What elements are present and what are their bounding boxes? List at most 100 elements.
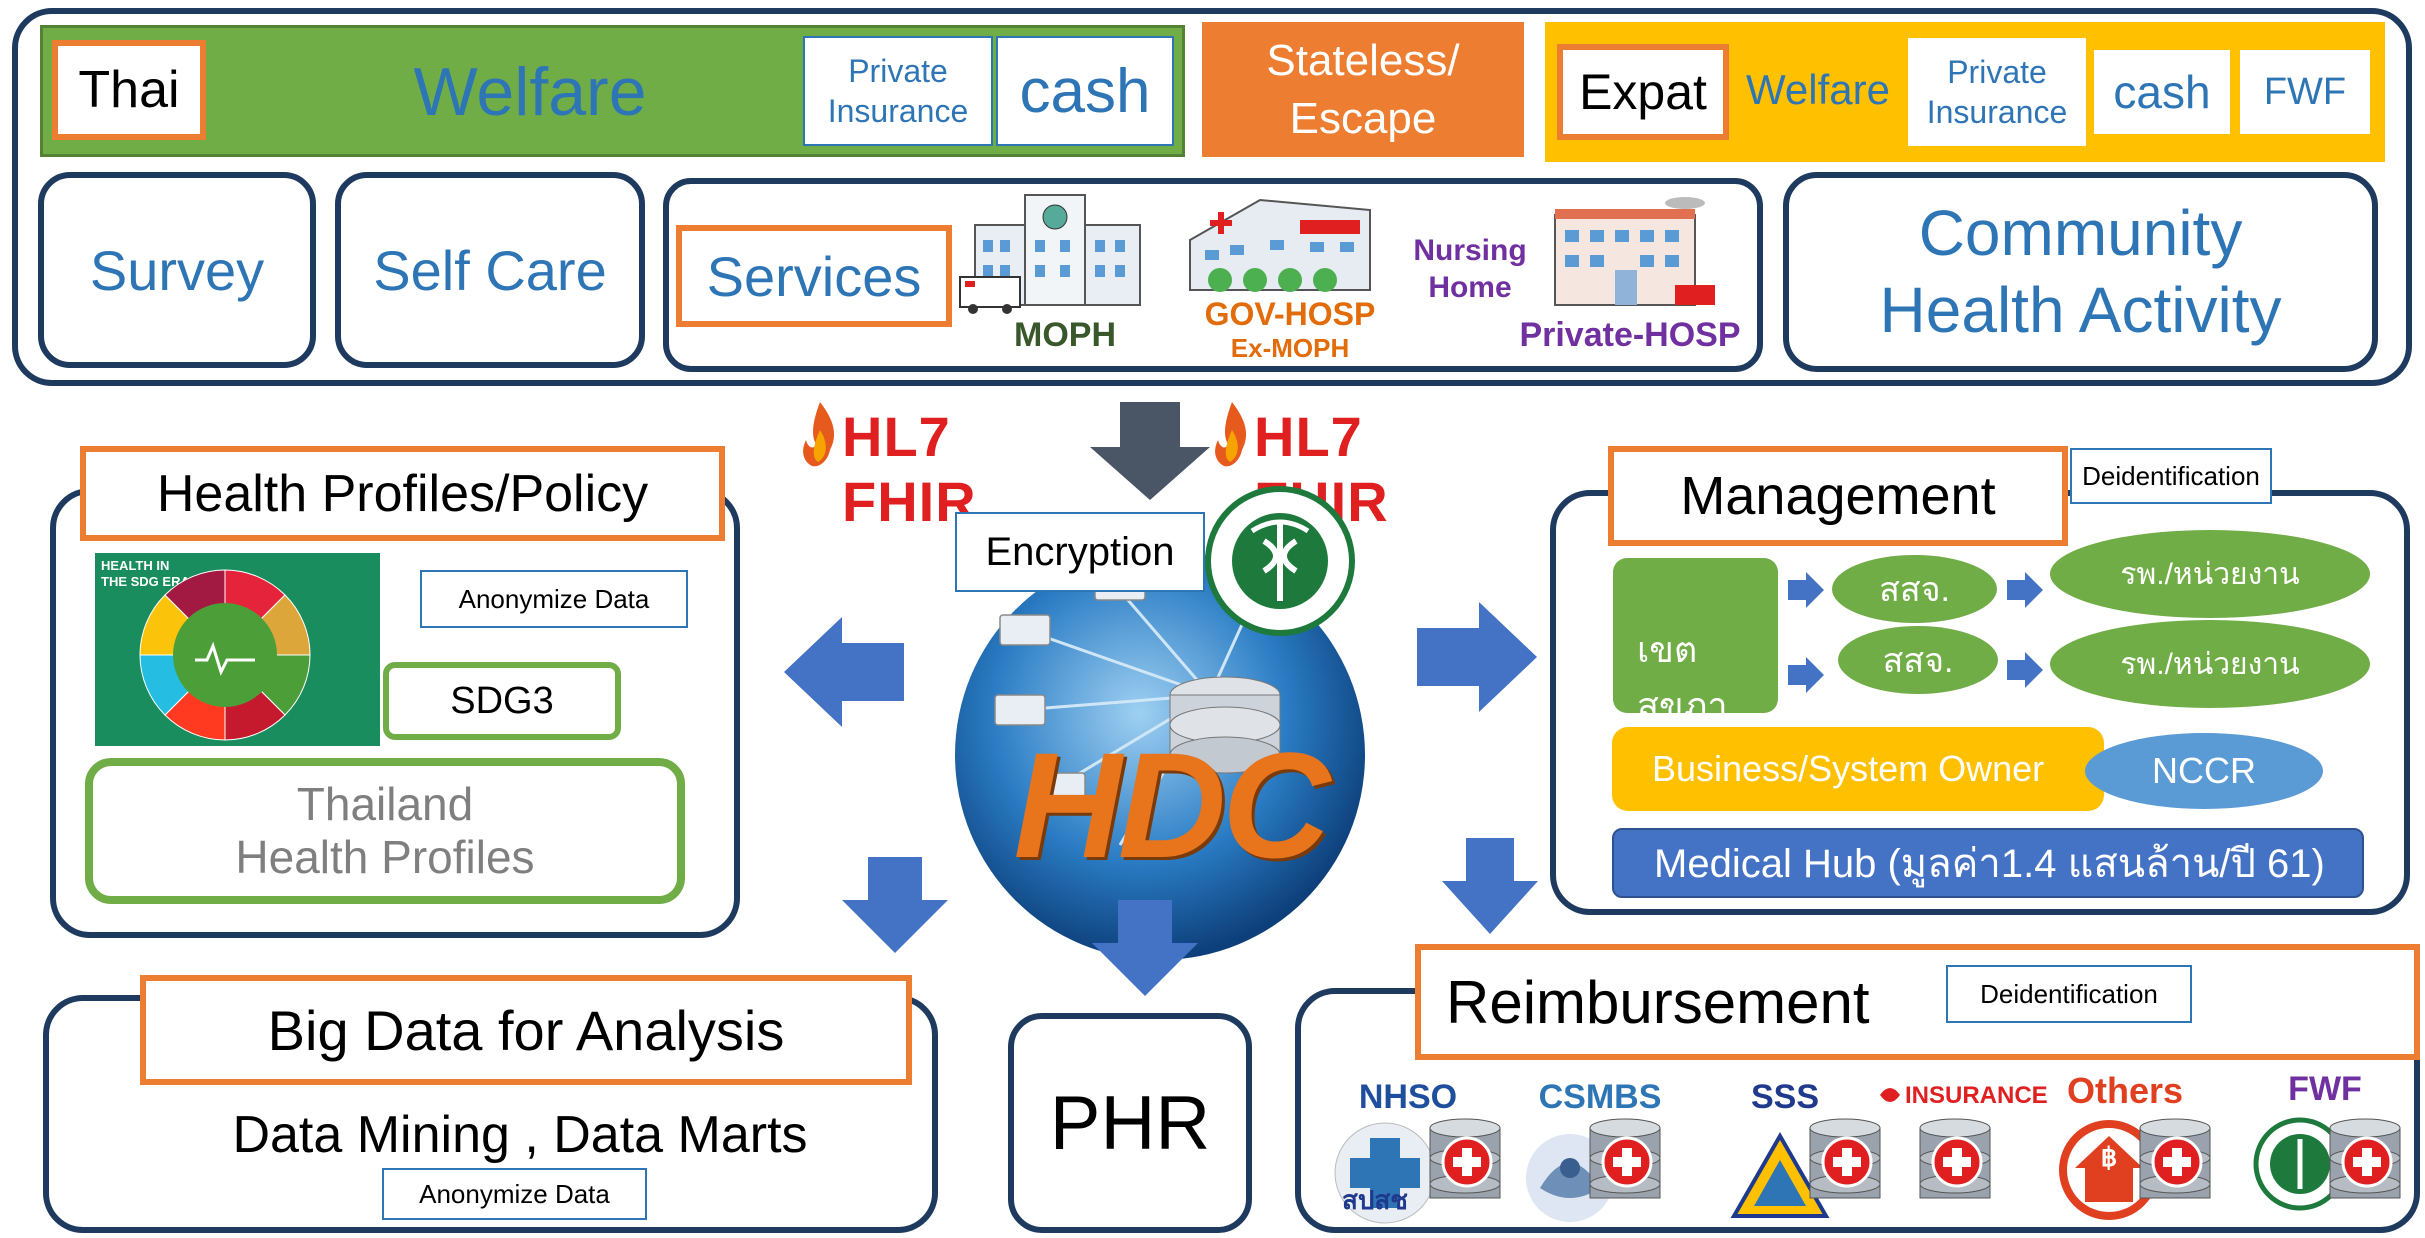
encryption-label: Encryption [985,529,1175,574]
right-arrow [1417,602,1537,712]
down-arrow-reimbursement [1442,838,1538,934]
fhir-flame-icon [803,402,835,467]
business-owner-label: Business/System Owner [1652,748,2045,789]
payer-database-drums [1429,1118,2401,1199]
management-title: Management [1680,466,1996,526]
community-box: Community Health Activity [1783,172,2378,372]
big-data-subtitle: Data Mining , Data Marts [232,1106,808,1164]
sdg-wheel-icon [139,569,311,741]
region-label: เขต สุขภา พ [1637,628,1728,713]
private-insurance-box: Private Insurance [803,36,993,146]
private-hosp-label: Private-HOSP [1519,315,1741,354]
business-owner-box: Business/System Owner [1612,727,2104,811]
gov-hosp-label: GOV-HOSP [1204,295,1376,332]
medical-hub-box: Medical Hub (มูลค่า1.4 แสนล้าน/ปี 61) [1612,828,2364,898]
survey-box: Survey [38,172,316,368]
expat-private-insurance-box: Private Insurance [1908,38,2086,146]
insurance-logo-icon [1880,1088,1900,1102]
expat-private-insurance-label: Private Insurance [1926,54,2068,130]
thailand-profiles-box: Thailand Health Profiles [85,758,685,904]
unit1-oval: รพ./หน่วยงาน [2050,530,2370,618]
fwf-label: FWF [2263,70,2347,113]
unit1-label: รพ./หน่วยงาน [2120,557,2300,591]
deidentification-mgmt-box: Deidentification [2070,448,2272,504]
cash-label: cash [1019,56,1151,126]
moph-seal-icon [1205,486,1355,636]
payer-others: Others ฿ [2055,1070,2245,1230]
phr-box: PHR [1008,1013,1252,1233]
unit2-label: รพ./หน่วยงาน [2120,647,2300,681]
fhir-flame-icon [1215,402,1247,467]
reimbursement-title: Reimbursement [1446,968,1870,1036]
fhir-logo-right: HL7 FHIR [1212,400,1512,533]
thai-label-box: Thai [52,40,206,140]
fwf-moph-seal-icon [2253,1117,2347,1211]
big-data-title: Big Data for Analysis [267,998,785,1062]
payer-others-label: Others [2066,1070,2184,1111]
anonymize-data-left-label: Anonymize Data [458,583,650,614]
expat-cash-box: cash [2094,50,2230,134]
phr-label: PHR [1049,1080,1211,1166]
stateless-box: Stateless/ Escape [1202,22,1524,157]
anonymize-data-bottom-label: Anonymize Data [419,1178,610,1209]
down-arrow-big-data [842,857,948,953]
expat-label: Expat [1579,64,1707,120]
payer-sss: SSS [1720,1070,1900,1230]
sdg3-box: SDG3 [383,662,621,740]
deidentification-reimb-box: Deidentification [1946,965,2192,1023]
sub1-oval: สสจ. [1832,555,1997,623]
thai-label: Thai [78,61,180,119]
private-hospital-illustration [1554,197,1715,306]
encryption-box: Encryption [955,512,1205,592]
fwf-box: FWF [2240,50,2370,134]
sub1-label: สสจ. [1879,571,1950,609]
region-box: เขต สุขภา พ [1613,558,1778,713]
anonymize-data-bottom-box: Anonymize Data [382,1168,647,1220]
others-house-baht-icon: ฿ [2059,1120,2159,1220]
health-profiles-title-box: Health Profiles/Policy [80,446,725,541]
stateless-label: Stateless/ Escape [1266,36,1460,143]
survey-label: Survey [89,238,265,302]
left-arrow [784,617,904,727]
payers-row: NHSO สปสช CSMBS SSS INSURANCE Others [1320,1070,2410,1230]
self-care-box: Self Care [335,172,645,368]
services-label-box: Services [676,225,952,327]
payer-insurance: INSURANCE [1855,1070,2085,1230]
management-title-box: Management [1608,446,2068,546]
community-label: Community Health Activity [1879,197,2282,346]
arrow-sub1-unit1 [2007,572,2043,608]
deidentification-reimb-label: Deidentification [1980,978,2158,1009]
gov-hospital-illustration [1189,198,1371,292]
database-drum-icon [2329,1118,2401,1199]
svg-text:฿: ฿ [2101,1142,2118,1172]
payer-fwf: FWF [2250,1070,2410,1230]
sdg3-label: SDG3 [450,679,554,722]
nursing-home-label: Nursing Home [1405,228,1535,310]
sdg-image-title: HEALTH IN THE SDG ERA [101,558,190,589]
ex-moph-label: Ex-MOPH [1230,332,1350,363]
database-drum-icon [1429,1118,1501,1199]
payer-nhso-label: NHSO [1358,1078,1458,1116]
arrow-sub2-unit2 [2007,652,2043,688]
expat-label-box: Expat [1557,44,1729,140]
nursing-home-text: Nursing Home [1413,233,1527,305]
thailand-profiles-label: Thailand Health Profiles [235,778,535,883]
database-drum-icon [1919,1118,1991,1199]
fhir-logo-left: HL7 FHIR [800,400,1100,533]
medical-hub-label: Medical Hub (มูลค่า1.4 แสนล้าน/ปี 61) [1654,842,2325,886]
expat-welfare-label: Welfare [1746,66,1890,113]
database-drum-icon [2139,1118,2211,1199]
health-profiles-title: Health Profiles/Policy [156,464,649,523]
self-care-label: Self Care [373,238,607,302]
expat-cash-label: cash [2113,66,2211,118]
moph-hospital-illustration [959,194,1141,314]
deidentification-mgmt-label: Deidentification [2082,460,2260,491]
hdc-logo-text: HDC [1013,720,1331,889]
private-insurance-label: Private Insurance [827,53,969,129]
down-arrow-top [1090,402,1210,500]
arrow-region-sub1 [1788,572,1824,608]
payer-csmbs-label: CSMBS [1538,1078,1662,1116]
sub2-oval: สสจ. [1838,626,1998,694]
fhir-left-text: HL7 FHIR [842,405,977,533]
welfare-label: Welfare [413,54,647,130]
